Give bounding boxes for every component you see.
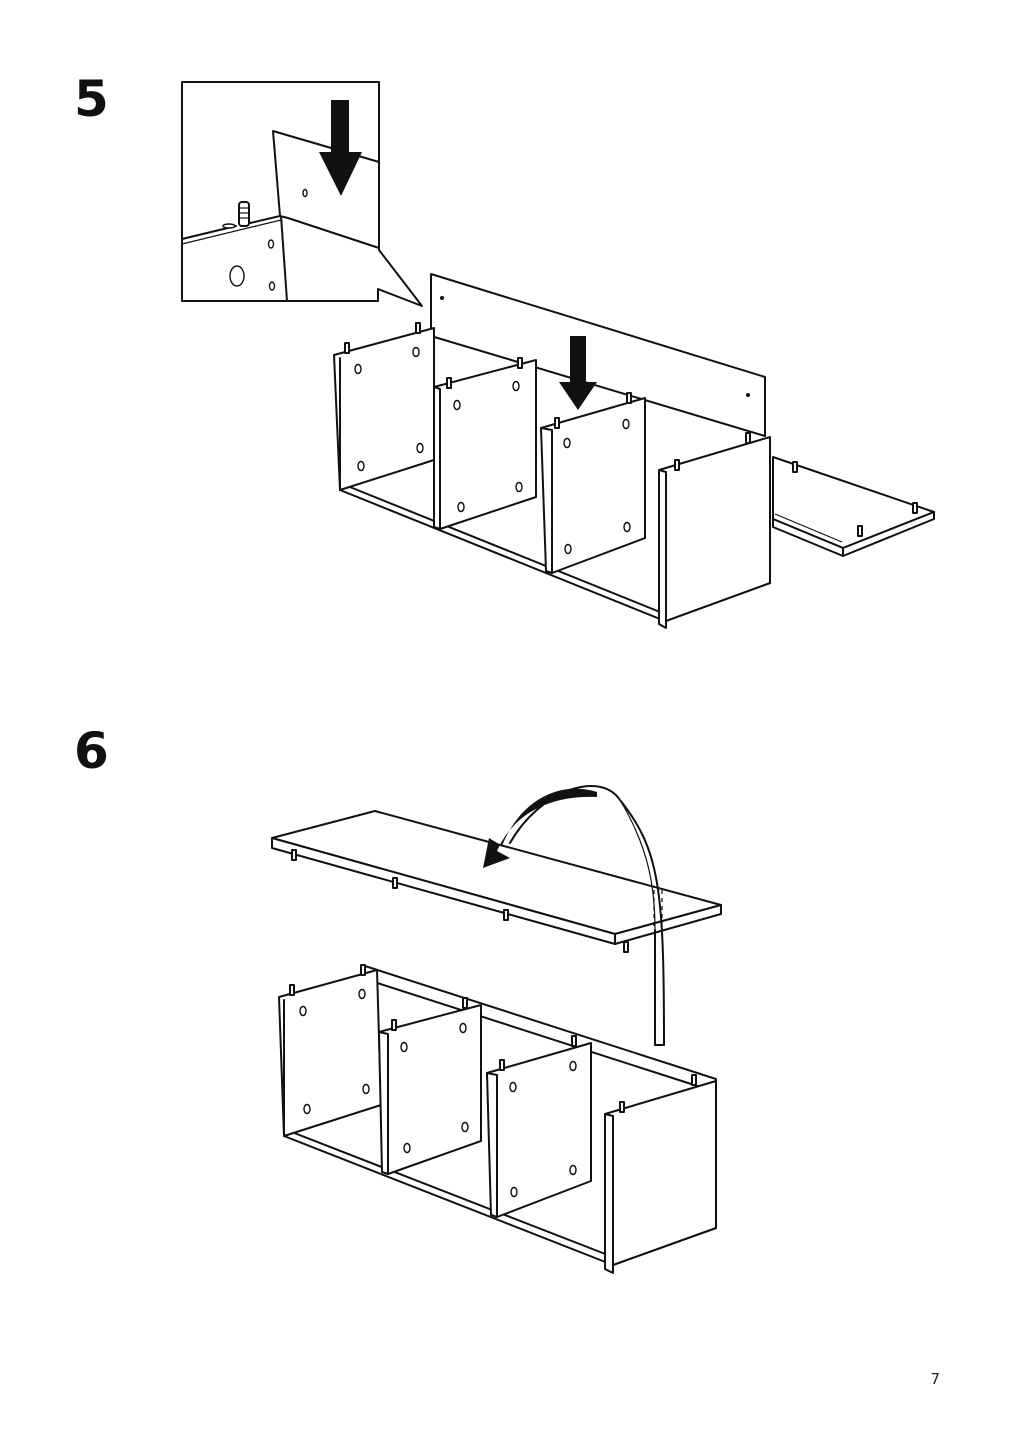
step-5-illustration — [181, 81, 935, 629]
cabinet-step-6 — [278, 964, 717, 1274]
cabinet-step-5 — [333, 273, 771, 629]
step-5-number: 5 — [74, 70, 109, 128]
down-arrow-icon — [319, 100, 362, 196]
page-number: 7 — [930, 1370, 940, 1388]
detail-inset — [181, 81, 423, 307]
down-arrow-icon — [559, 336, 597, 410]
dowel-pin-icon — [238, 201, 250, 227]
step-6-illustration — [271, 785, 722, 1274]
top-panel-step-5 — [772, 456, 935, 557]
top-panel-step-6 — [271, 785, 722, 1046]
curved-arrow-icon — [483, 788, 597, 868]
step-6-number: 6 — [74, 722, 109, 780]
